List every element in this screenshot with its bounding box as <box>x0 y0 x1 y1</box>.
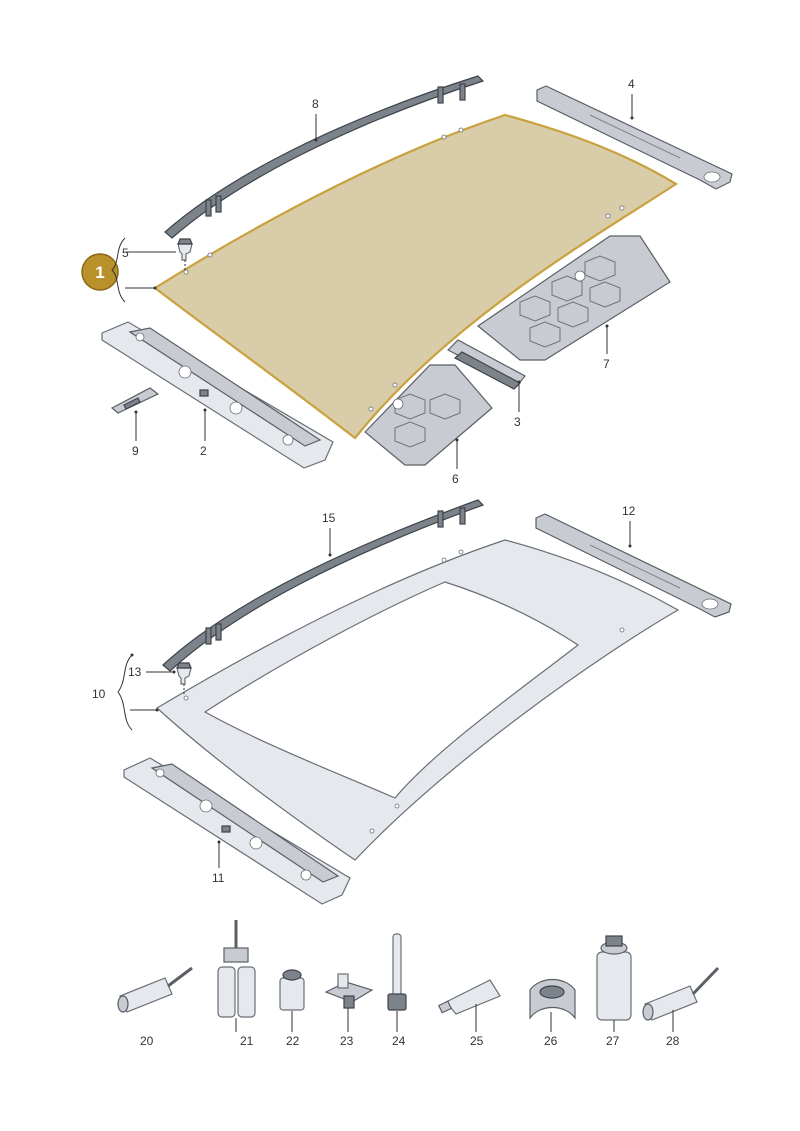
part-6-pad-front <box>364 364 493 466</box>
part-2-front-cross-member <box>101 321 334 469</box>
part-15-roof-rail <box>162 499 485 672</box>
bracket-10 <box>117 653 159 731</box>
callout-15: 15 <box>322 511 336 525</box>
part-3-bracket <box>446 339 526 390</box>
callout-28: 28 <box>666 1034 680 1048</box>
part-12-rear-bow <box>535 513 732 618</box>
part-28-adhesive-tube <box>642 966 720 1021</box>
callout-20: 20 <box>140 1034 154 1048</box>
callout-2: 2 <box>200 444 207 458</box>
part-10-roof-panel <box>155 539 680 861</box>
part-4-rear-bow <box>536 85 733 190</box>
part-21-twin-cartridge <box>217 920 256 1018</box>
callout-9: 9 <box>132 444 139 458</box>
badge-label: 1 <box>95 263 104 282</box>
callout-26: 26 <box>544 1034 558 1048</box>
callout-21: 21 <box>240 1034 254 1048</box>
callout-24: 24 <box>392 1034 406 1048</box>
part-20-adhesive-tube <box>117 966 193 1013</box>
part-24-nozzle <box>387 933 407 1011</box>
part-5-clip <box>177 238 193 272</box>
callout-22: 22 <box>286 1034 300 1048</box>
callout-4: 4 <box>628 77 635 91</box>
part-8-roof-rail <box>164 75 485 239</box>
callout-13: 13 <box>128 665 142 679</box>
callout-6: 6 <box>452 472 459 486</box>
part-7-pad-rear <box>476 235 671 361</box>
part-22-small-can <box>279 969 305 1011</box>
part-25-paste-tube <box>437 979 501 1015</box>
callout-23: 23 <box>340 1034 354 1048</box>
callout-10: 10 <box>92 687 106 701</box>
part-13-clip <box>176 662 192 696</box>
part-23-rivet-tool <box>324 973 374 1009</box>
part-26-tape-roll <box>529 978 576 1020</box>
part-27-cartridge <box>596 935 632 1021</box>
part-1-glass-roof-panel <box>153 113 679 440</box>
part-11-front-cross-member <box>123 757 351 905</box>
callout-5: 5 <box>122 246 129 260</box>
callout-badge-1: 1 <box>81 253 119 291</box>
callout-12: 12 <box>622 504 636 518</box>
callout-7: 7 <box>603 357 610 371</box>
callout-8: 8 <box>312 97 319 111</box>
callout-11: 11 <box>212 871 225 885</box>
bracket-1 <box>111 237 176 303</box>
callout-3: 3 <box>514 415 521 429</box>
callout-25: 25 <box>470 1034 484 1048</box>
callout-27: 27 <box>606 1034 620 1048</box>
part-9-small-bracket <box>110 387 160 414</box>
